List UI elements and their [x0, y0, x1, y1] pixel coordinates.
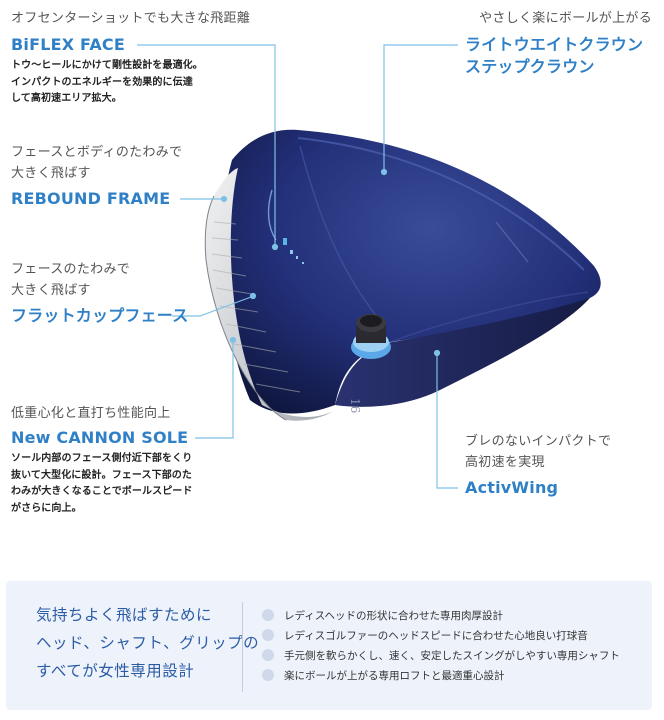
summary-bullet-text: 手元側を軟らかくし、速く、安定したスイングがしやすい専用シャフト — [284, 649, 620, 662]
activwing-lead: ブレのないインパクトで 高初速を実現 — [465, 431, 611, 473]
summary-bullet: 楽にボールが上がる専用ロフトと最適重心設計 — [262, 667, 505, 683]
cannon-desc-line: ソール内部のフェース側付近下部をくり — [11, 453, 193, 464]
callout-lines — [137, 44, 458, 489]
rebound-lead-line: フェースとボディのたわみで — [11, 145, 183, 160]
flatcup-lead-line: 大きく飛ばす — [11, 283, 91, 298]
cannon-sole-title: New CANNON SOLE — [11, 428, 189, 447]
summary-title-line: 気持ちよく飛ばすために — [36, 606, 213, 624]
summary-title-line: ヘッド、シャフト、グリップの — [36, 634, 260, 652]
activwing-lead-line: ブレのないインパクトで — [465, 434, 612, 449]
sole-body — [335, 298, 590, 407]
biflex-desc-line: して高初速エリア拡大。 — [11, 93, 122, 104]
flatcup-lead-line: フェースのたわみで — [11, 262, 131, 277]
biflex-face-title: BiFLEX FACE — [11, 35, 125, 54]
driver-head-illustration: 16 — [137, 44, 601, 489]
crown-title-line: ステップクラウン — [465, 57, 595, 76]
loft-marking: 16 — [348, 398, 362, 413]
summary-panel: 気持ちよく飛ばすために ヘッド、シャフト、グリップの すべてが女性専用設計 レデ… — [6, 581, 652, 710]
rebound-lead: フェースとボディのたわみで 大きく飛ばす — [11, 142, 182, 184]
crown-lead: やさしく楽にボールが上がる — [479, 11, 652, 26]
summary-bullet: 手元側を軟らかくし、速く、安定したスイングがしやすい専用シャフト — [262, 647, 620, 663]
biflex-desc-line: トウ〜ヒールにかけて剛性設計を最適化。 — [11, 60, 203, 71]
cannon-lead: 低重心化と直打ち性能向上 — [11, 406, 171, 421]
bullet-dot-icon — [262, 609, 274, 621]
cannon-desc-line: 抜いて大型化に設計。フェース下部のた — [11, 469, 192, 481]
bullet-dot-icon — [262, 649, 274, 661]
flat-cup-face-title: フラットカップフェース — [11, 306, 189, 325]
rebound-lead-line: 大きく飛ばす — [11, 166, 91, 181]
crown-title: ライトウエイトクラウン ステップクラウン — [465, 34, 643, 78]
bullet-dot-icon — [262, 669, 274, 681]
cannon-desc-line: わみが大きくなることでボールスピード — [11, 486, 193, 497]
panel-divider — [242, 602, 243, 692]
summary-bullet-text: レディスゴルファーのヘッドスピードに合わせた心地良い打球音 — [284, 629, 588, 642]
activwing-title: ActivWing — [465, 478, 559, 497]
summary-bullet-text: レディスヘッドの形状に合わせた専用肉厚設計 — [284, 609, 504, 622]
cannon-desc: ソール内部のフェース側付近下部をくり 抜いて大型化に設計。フェース下部のた わみ… — [11, 451, 193, 517]
biflex-desc-line: インパクトのエネルギーを効果的に伝達 — [11, 76, 193, 88]
summary-title-line: すべてが女性専用設計 — [36, 662, 195, 680]
biflex-desc: トウ〜ヒールにかけて剛性設計を最適化。 インパクトのエネルギーを効果的に伝達 し… — [11, 58, 203, 108]
bullet-dot-icon — [262, 629, 274, 641]
activwing-lead-line: 高初速を実現 — [465, 455, 545, 470]
summary-bullet-text: 楽にボールが上がる専用ロフトと最適重心設計 — [284, 669, 505, 682]
rebound-frame-title: REBOUND FRAME — [11, 189, 171, 208]
cannon-desc-line: がさらに向上。 — [11, 502, 82, 514]
flatcup-lead: フェースのたわみで 大きく飛ばす — [11, 259, 130, 301]
summary-bullet: レディスゴルファーのヘッドスピードに合わせた心地良い打球音 — [262, 627, 588, 643]
summary-bullet: レディスヘッドの形状に合わせた専用肉厚設計 — [262, 607, 503, 623]
club-face — [205, 168, 335, 421]
biflex-lead: オフセンターショットでも大きな飛距離 — [11, 11, 251, 26]
crown-title-line: ライトウエイトクラウン — [465, 35, 644, 54]
